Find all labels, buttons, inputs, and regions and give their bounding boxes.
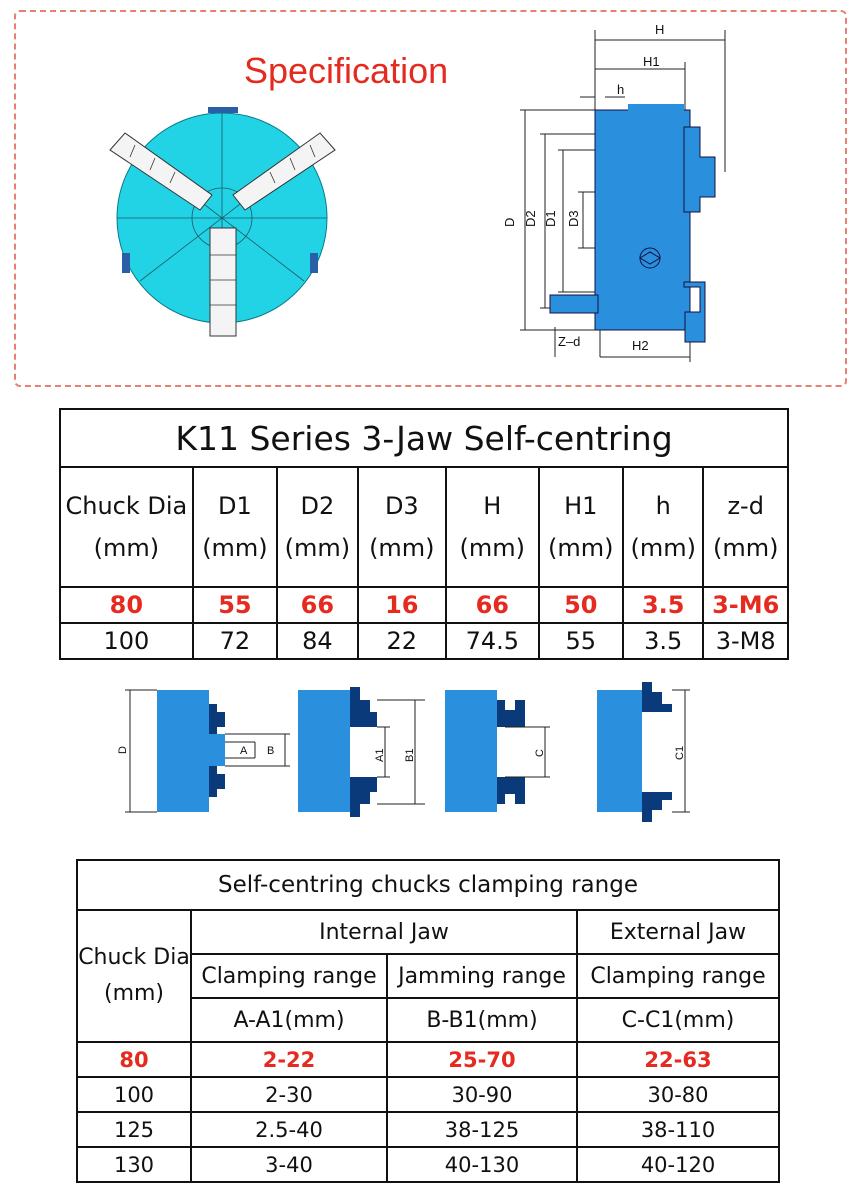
dim-label-D: D xyxy=(502,218,517,227)
table-row: 80 55 66 16 66 50 3.5 3-M6 xyxy=(59,586,789,624)
table-cell: 3-40 xyxy=(190,1146,388,1183)
jaw-diagrams: D A B A1 B1 C C1 xyxy=(117,682,690,822)
table-cell: 66 xyxy=(445,586,540,624)
table-cell: 3-M8 xyxy=(702,622,789,660)
sub-header: Clamping range xyxy=(575,953,781,999)
table-cell: 2-22 xyxy=(190,1041,388,1078)
jaw-label-A1: A1 xyxy=(374,749,386,762)
table-row: 80 2-22 25-70 22-63 xyxy=(76,1041,781,1078)
table1-header-row: Chuck Dia (mm) D1 (mm) D2 (mm) D3 (mm) H… xyxy=(59,466,789,588)
table-cell: 25-70 xyxy=(386,1041,578,1078)
sub-header: Jamming range xyxy=(386,953,578,999)
table-cell: 38-125 xyxy=(386,1111,578,1148)
dim-label-D3: D3 xyxy=(566,210,581,227)
table-row: 100 72 84 22 74.5 55 3.5 3-M8 xyxy=(59,622,789,660)
table-cell: 40-130 xyxy=(386,1146,578,1183)
unit-header: B-B1(mm) xyxy=(386,997,578,1043)
table-cell: 3.5 xyxy=(621,622,705,660)
table-cell: 40-120 xyxy=(575,1146,781,1183)
table-row: 130 3-40 40-130 40-120 xyxy=(76,1146,781,1183)
table-row: 125 2.5-40 38-125 38-110 xyxy=(76,1111,781,1148)
table-cell: 30-80 xyxy=(575,1076,781,1113)
dim-label-Z-d: Z–d xyxy=(558,334,580,349)
table-cell: 55 xyxy=(191,586,279,624)
table-cell: 22-63 xyxy=(575,1041,781,1078)
dim-label-h: h xyxy=(617,82,624,97)
clamping-range-table: Self-centring chucks clamping range Chuc… xyxy=(75,859,781,1183)
table-cell: 38-110 xyxy=(575,1111,781,1148)
dim-label-H2: H2 xyxy=(632,338,649,353)
jaw-label-B1: B1 xyxy=(404,749,416,762)
table-cell: 66 xyxy=(276,586,359,624)
table-row: 100 2-30 30-90 30-80 xyxy=(76,1076,781,1113)
col-header: H (mm) xyxy=(445,466,540,588)
table-cell: 80 xyxy=(59,586,194,624)
jaw-label-C: C xyxy=(534,749,546,757)
table-cell: 22 xyxy=(356,622,448,660)
sub-header: Clamping range xyxy=(190,953,388,999)
table-cell: 100 xyxy=(76,1076,192,1113)
specification-panel xyxy=(14,10,847,387)
table1-title: K11 Series 3-Jaw Self-centring xyxy=(59,408,789,468)
internal-jaw-header: Internal Jaw xyxy=(190,909,578,955)
jaw-label-B: B xyxy=(267,745,274,757)
jaw-label-D: D xyxy=(117,746,129,754)
jaw-label-A: A xyxy=(240,745,248,757)
table-cell: 55 xyxy=(537,622,625,660)
table-cell: 125 xyxy=(76,1111,192,1148)
col-header: D2 (mm) xyxy=(276,466,359,588)
table-cell: 2-30 xyxy=(190,1076,388,1113)
table-cell: 100 xyxy=(59,622,194,660)
dim-label-H1: H1 xyxy=(643,54,660,69)
spec-title: Specification xyxy=(244,50,449,91)
unit-header: C-C1(mm) xyxy=(575,997,781,1043)
col-header: h (mm) xyxy=(621,466,705,588)
table-cell: 16 xyxy=(356,586,448,624)
unit-header: A-A1(mm) xyxy=(190,997,388,1043)
col-header: H1 (mm) xyxy=(537,466,625,588)
table-cell: 3-M6 xyxy=(702,586,789,624)
dim-label-D1: D1 xyxy=(543,210,558,227)
external-jaw-header: External Jaw xyxy=(575,909,781,955)
table-cell: 80 xyxy=(76,1041,192,1078)
chuck-dia-header: Chuck Dia (mm) xyxy=(76,909,192,1043)
col-header: Chuck Dia (mm) xyxy=(59,466,194,588)
table-cell: 84 xyxy=(276,622,359,660)
chuck-front-view xyxy=(109,107,336,337)
table-cell: 72 xyxy=(191,622,279,660)
k11-spec-table: K11 Series 3-Jaw Self-centring Chuck Dia… xyxy=(59,408,789,660)
table-cell: 2.5-40 xyxy=(190,1111,388,1148)
jaw-label-C1: C1 xyxy=(674,746,686,760)
col-header: D3 (mm) xyxy=(356,466,448,588)
table-cell: 130 xyxy=(76,1146,192,1183)
col-header: z-d (mm) xyxy=(702,466,789,588)
table2-title: Self-centring chucks clamping range xyxy=(75,859,781,911)
chuck-side-view: H H1 h D D2 D1 D3 Z–d H2 xyxy=(502,22,726,362)
table-cell: 3.5 xyxy=(621,586,705,624)
col-header: D1 (mm) xyxy=(191,466,279,588)
table-cell: 30-90 xyxy=(386,1076,578,1113)
dim-label-H: H xyxy=(655,22,664,37)
dim-label-D2: D2 xyxy=(523,210,538,227)
table-cell: 74.5 xyxy=(445,622,540,660)
table-cell: 50 xyxy=(537,586,625,624)
